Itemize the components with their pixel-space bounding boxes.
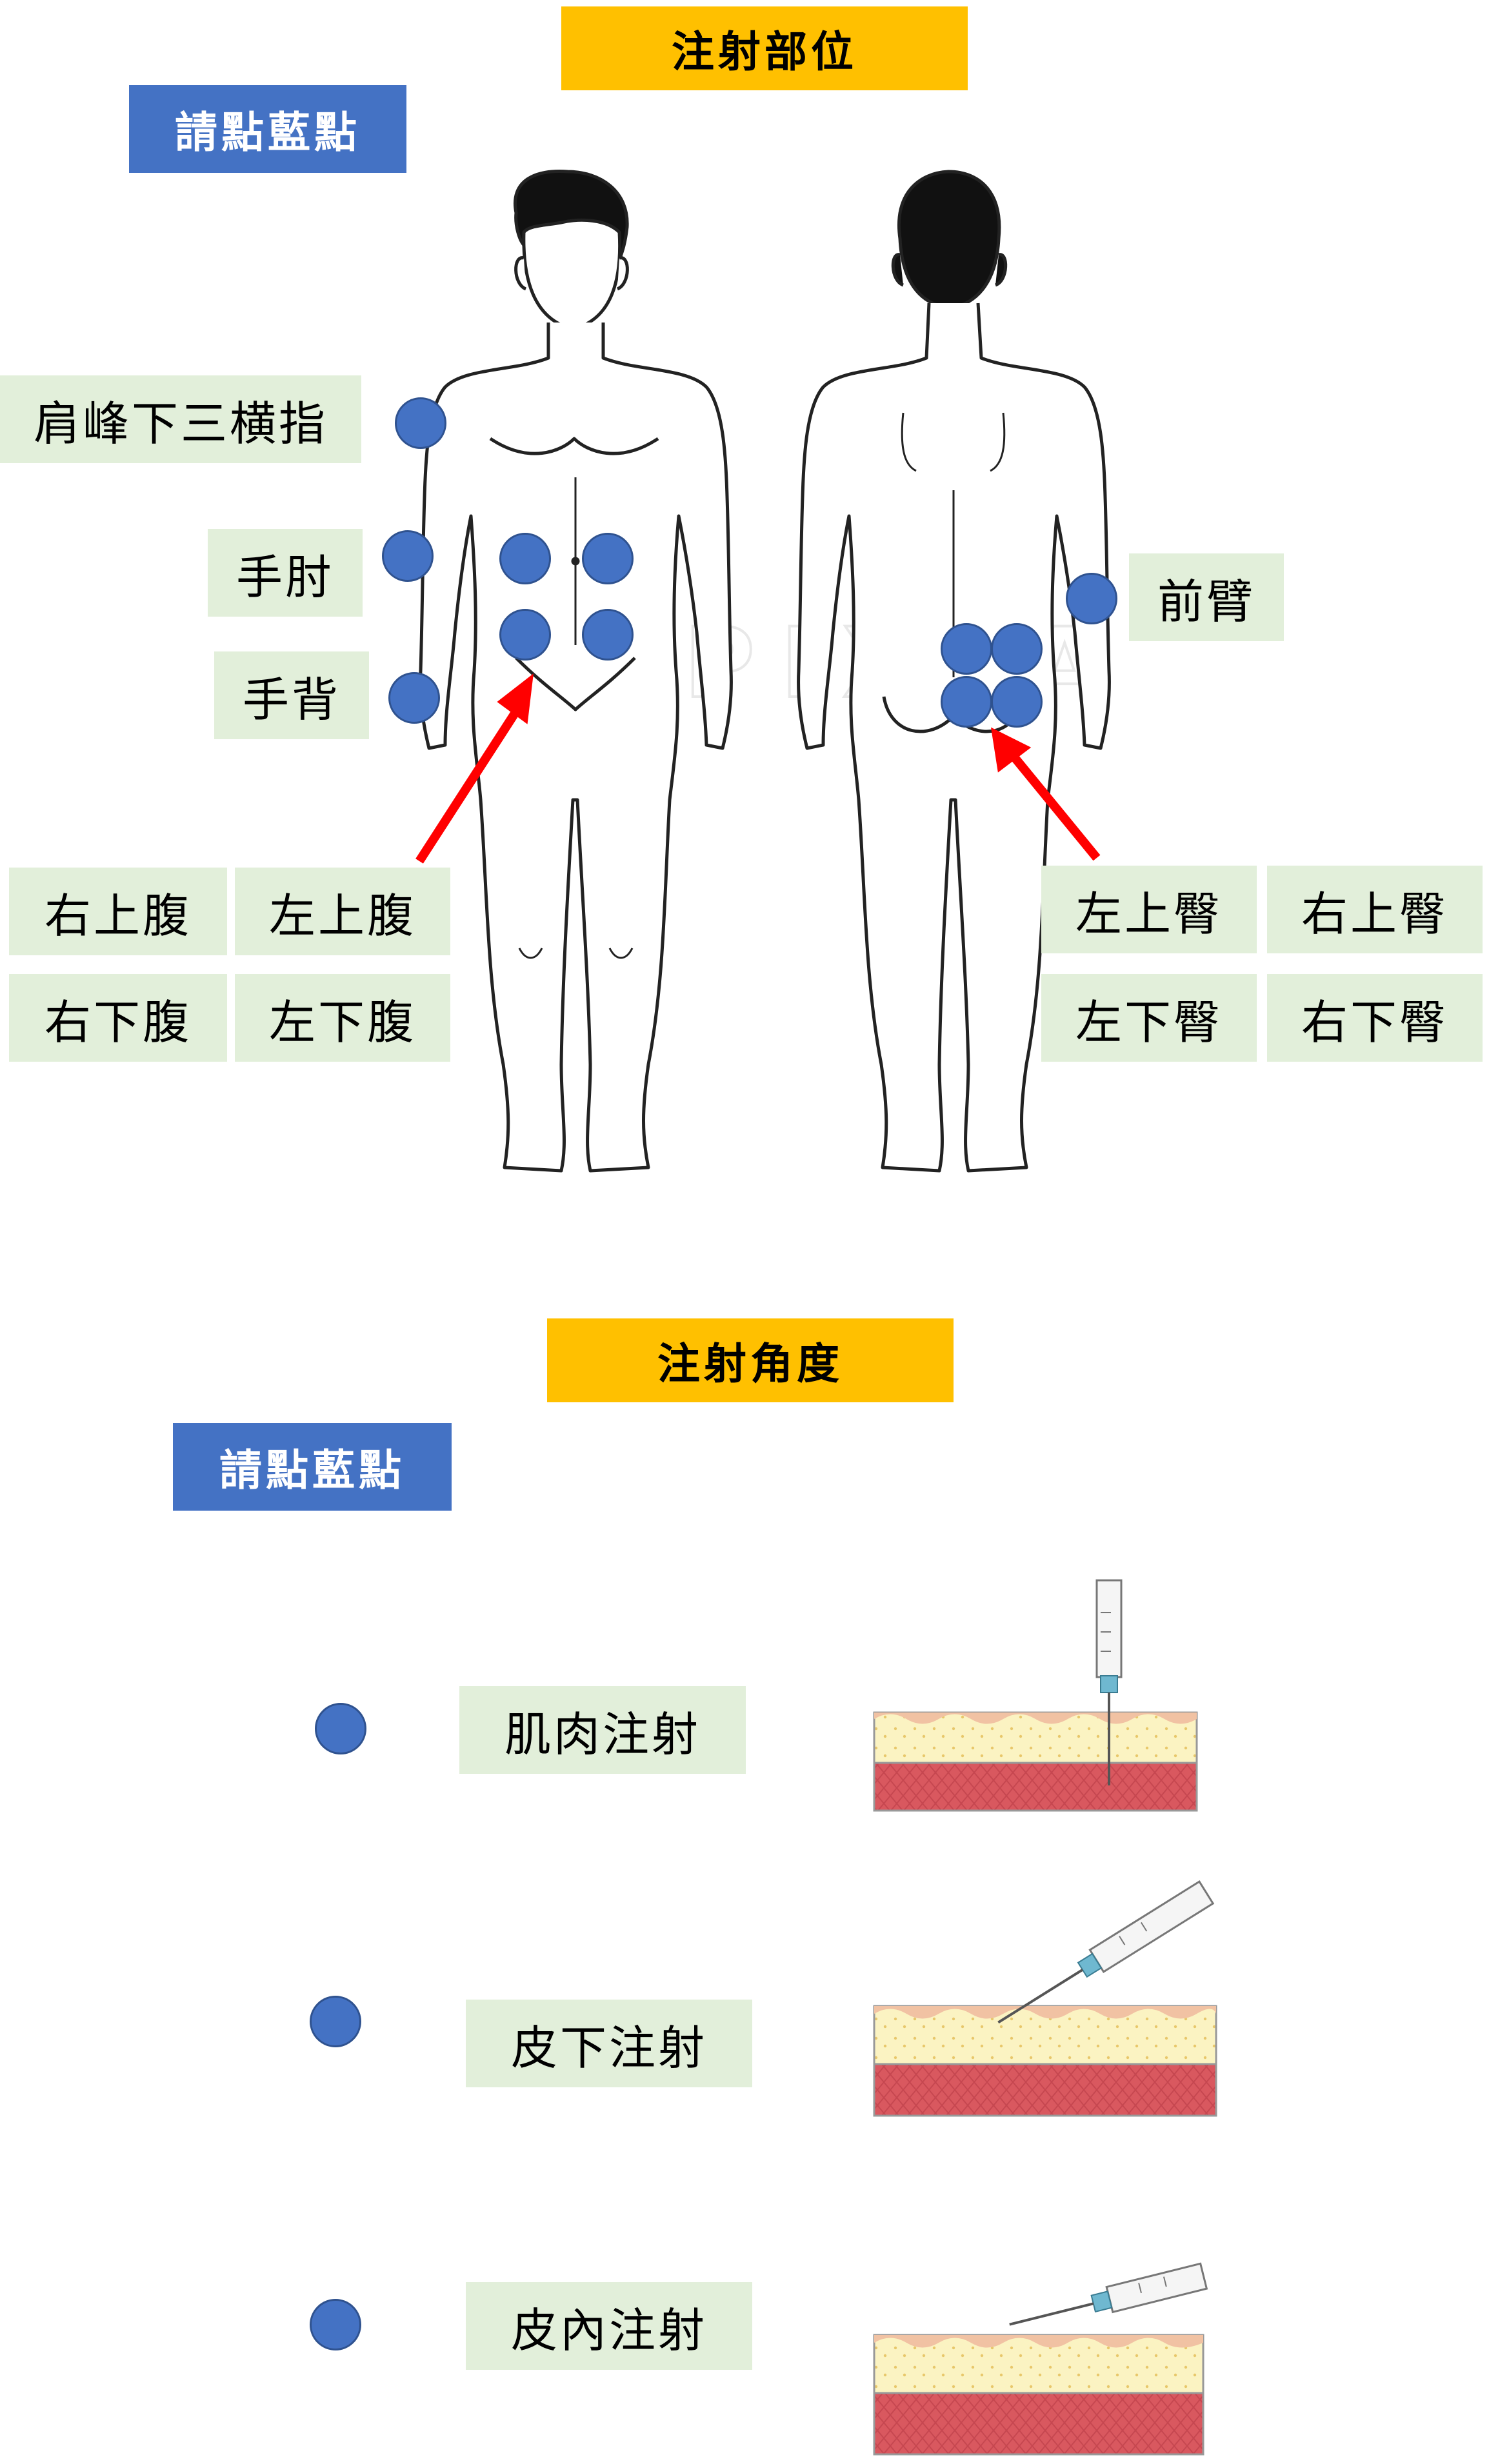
label-right-lower-buttock: 右下臀 [1267, 974, 1483, 1062]
label-subcutaneous: 皮下注射 [466, 2000, 752, 2087]
dot-shoulder[interactable] [395, 397, 446, 449]
dot-left-upper-abdomen[interactable] [582, 533, 634, 584]
angle-section-header: 注射角度 [547, 1318, 954, 1402]
label-elbow: 手肘 [208, 529, 363, 617]
label-intradermal: 皮內注射 [466, 2282, 752, 2370]
label-right-lower-abdomen: 右下腹 [9, 974, 227, 1062]
label-left-upper-abdomen: 左上腹 [235, 868, 450, 955]
label-left-lower-abdomen: 左下腹 [235, 974, 450, 1062]
label-shoulder: 肩峰下三横指 [0, 375, 361, 463]
dot-intramuscular[interactable] [315, 1703, 366, 1754]
dot-elbow[interactable] [382, 530, 434, 582]
site-section-header: 注射部位 [561, 6, 968, 90]
dot-forearm[interactable] [1066, 573, 1117, 624]
body-diagram: PIXTA [415, 169, 1111, 1173]
site-tap-hint: 請點藍點 [129, 85, 406, 173]
label-left-lower-buttock: 左下臀 [1041, 974, 1257, 1062]
dot-right-lower-abdomen[interactable] [499, 609, 551, 661]
skin-diagram-subcutaneous [873, 1880, 1217, 2117]
dot-left-lower-abdomen[interactable] [582, 609, 634, 661]
dot-right-upper-abdomen[interactable] [499, 533, 551, 584]
label-right-upper-buttock: 右上臀 [1267, 866, 1483, 953]
label-right-upper-abdomen: 右上腹 [9, 868, 227, 955]
dot-intradermal[interactable] [310, 2299, 361, 2350]
arrows [415, 673, 1101, 864]
dot-hand-back[interactable] [388, 672, 440, 724]
dot-subcutaneous[interactable] [310, 1996, 361, 2047]
angle-tap-hint: 請點藍點 [173, 1423, 452, 1511]
label-left-upper-buttock: 左上臀 [1041, 866, 1257, 953]
dot-right-lower-buttock[interactable] [991, 676, 1043, 728]
back-figure [797, 170, 1111, 1173]
label-forearm: 前臂 [1129, 553, 1284, 641]
skin-diagram-intradermal [873, 2262, 1208, 2456]
label-hand-back: 手背 [214, 651, 369, 739]
skin-diagram-intramuscular [873, 1579, 1198, 1812]
front-figure [419, 169, 733, 1173]
dot-right-upper-buttock[interactable] [991, 623, 1043, 675]
label-intramuscular: 肌肉注射 [459, 1686, 746, 1774]
